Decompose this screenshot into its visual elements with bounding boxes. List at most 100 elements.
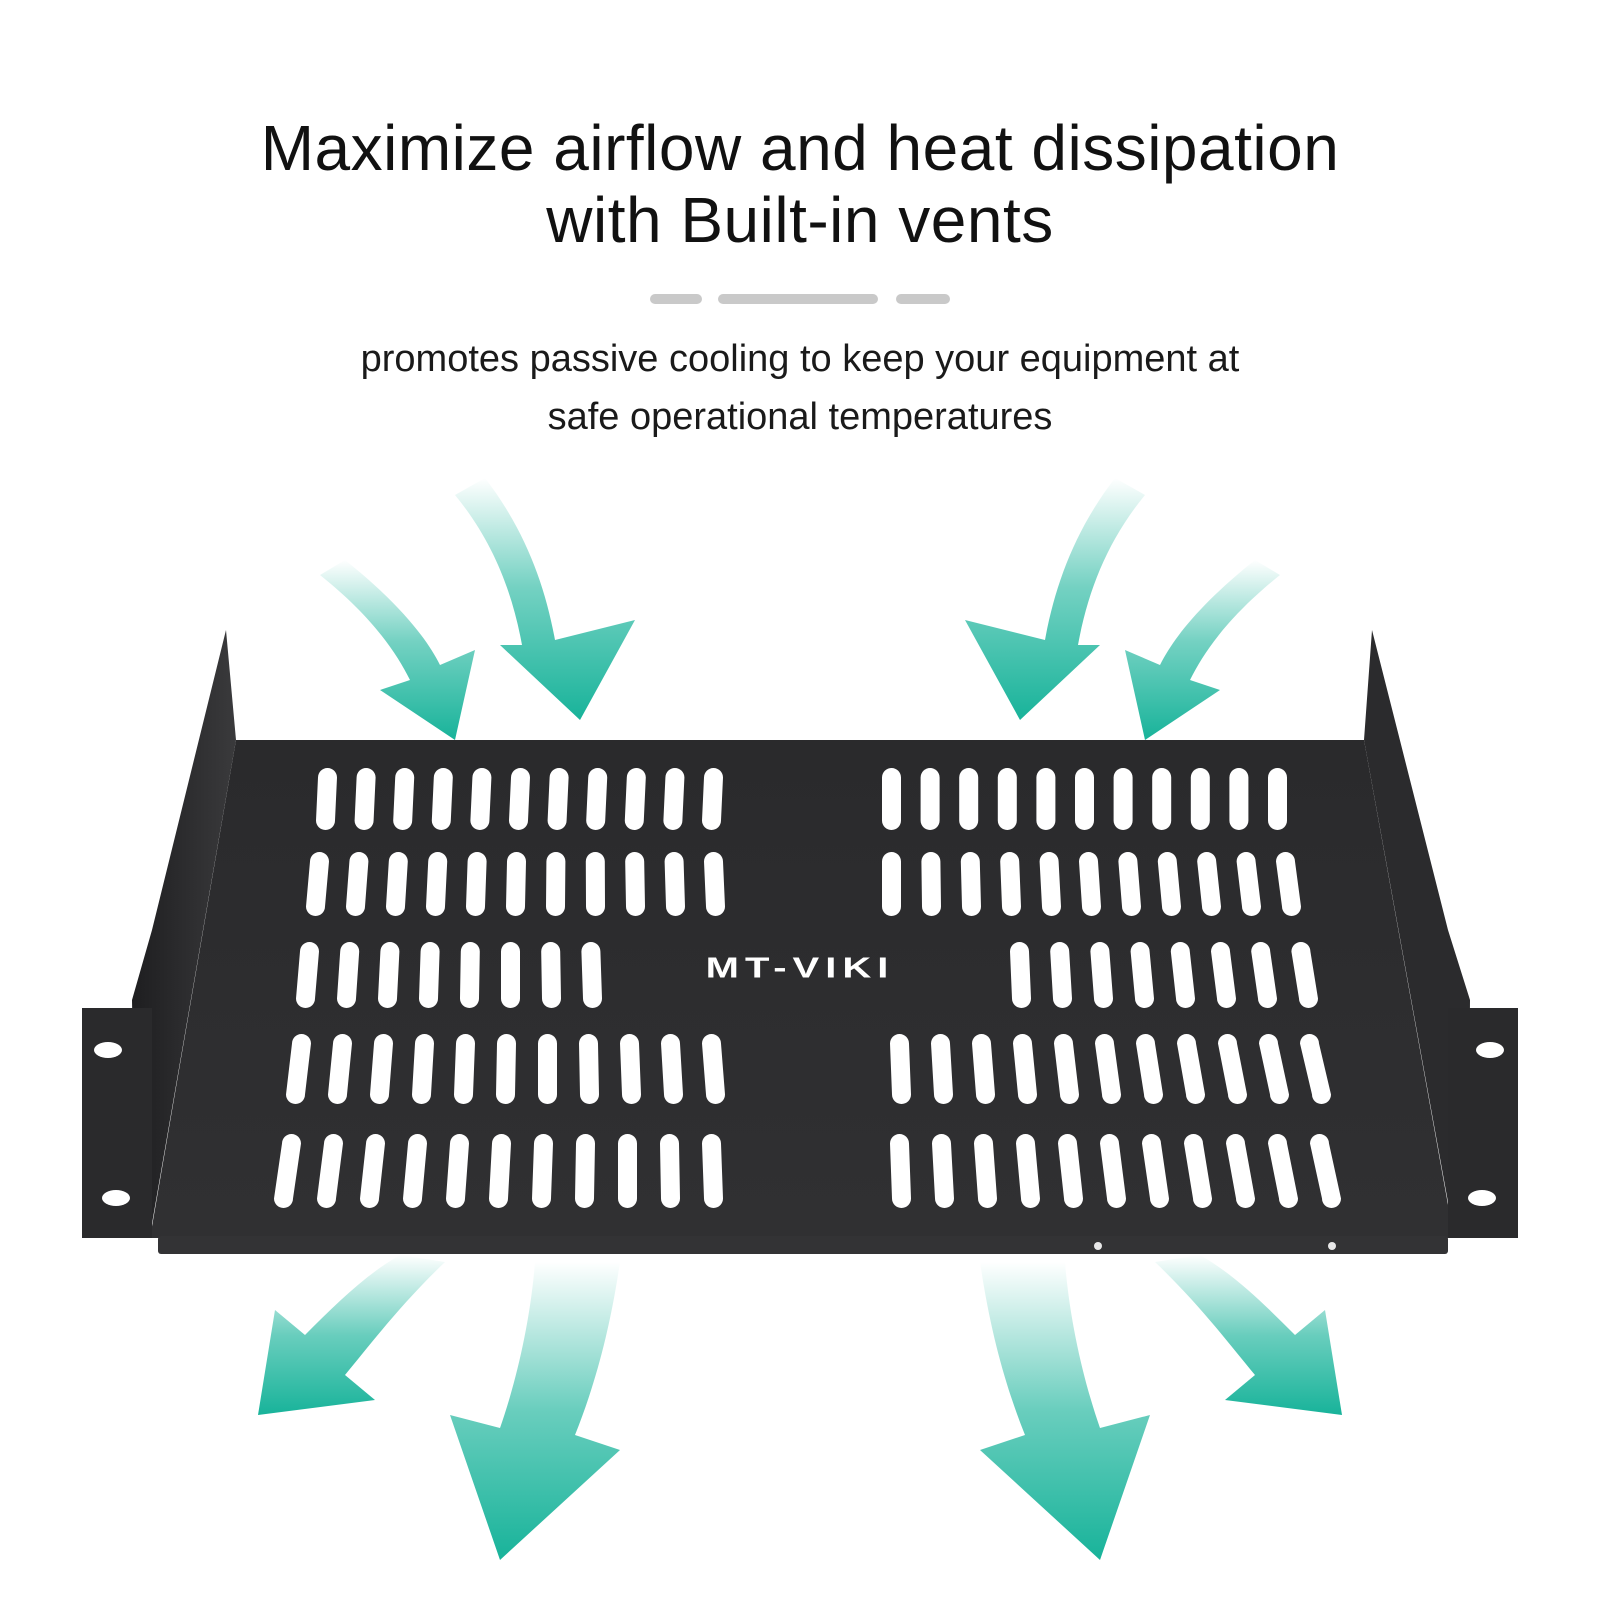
page-title: Maximize airflow and heat dissipation wi… <box>0 112 1600 256</box>
page-subtitle: promotes passive cooling to keep your eq… <box>0 330 1600 446</box>
divider-segment <box>896 294 950 304</box>
vent-slot <box>296 942 319 1008</box>
ventilation-slots <box>274 768 1341 1208</box>
vent-slot <box>1130 942 1154 1008</box>
vent-slot <box>585 852 605 916</box>
vent-slot <box>932 1134 954 1208</box>
mount-hole-icon <box>1476 1042 1504 1058</box>
vent-slot <box>960 852 981 916</box>
left-mount-ear <box>82 1008 152 1238</box>
vent-slot <box>625 852 645 916</box>
vent-slot <box>501 942 520 1008</box>
section-divider <box>650 294 950 304</box>
shelf-left-wall <box>132 630 236 1235</box>
vent-slot <box>403 1134 427 1208</box>
airflow-arrow-icon <box>455 478 635 720</box>
vent-slot <box>466 852 487 916</box>
vent-slot <box>337 942 360 1008</box>
vent-slot <box>1218 1034 1247 1104</box>
vent-slot <box>1095 1034 1121 1104</box>
vent-slot <box>1090 942 1113 1008</box>
vent-slot <box>704 852 725 916</box>
vent-slot <box>702 1134 723 1208</box>
vent-slot <box>541 942 561 1008</box>
vent-slot <box>446 1134 469 1208</box>
vent-slot <box>412 1034 434 1104</box>
vent-slot <box>624 768 646 830</box>
vent-slot <box>702 768 723 830</box>
vent-slot <box>1236 852 1261 916</box>
vent-slot <box>1058 1134 1083 1208</box>
vent-slot <box>1079 852 1101 916</box>
airflow-arrow-icon <box>965 478 1145 720</box>
mount-hole-icon <box>102 1190 130 1206</box>
vent-slot <box>1310 1134 1341 1208</box>
vent-slot <box>663 768 685 830</box>
vent-slot <box>1113 768 1133 830</box>
subtitle-line-2: safe operational temperatures <box>547 396 1053 438</box>
vent-slot <box>1000 852 1021 916</box>
airflow-arrow-icon <box>258 1255 445 1415</box>
vent-slot <box>1268 768 1287 830</box>
vent-slot <box>1054 1034 1079 1104</box>
vent-slot <box>1075 768 1094 830</box>
vent-slot <box>393 768 415 830</box>
vent-slot <box>546 852 566 916</box>
mount-hole-icon <box>94 1042 122 1058</box>
title-line-2: with Built-in vents <box>546 184 1054 256</box>
title-line-1: Maximize airflow and heat dissipation <box>260 112 1340 184</box>
vent-slot <box>1259 1034 1289 1104</box>
vent-slot <box>360 1134 385 1208</box>
airflow-arrow-icon <box>1125 560 1280 740</box>
vent-slot <box>354 768 376 830</box>
vent-slot <box>470 768 492 830</box>
airflow-arrow-icon <box>450 1262 620 1560</box>
mount-hole-icon <box>1328 1242 1336 1250</box>
vent-slot <box>660 1134 680 1208</box>
vent-slot <box>1136 1034 1163 1104</box>
vent-slot <box>286 1034 311 1104</box>
vent-slot <box>506 852 526 916</box>
vent-slot <box>1100 1134 1126 1208</box>
vent-slot <box>920 768 940 830</box>
vent-slot <box>890 1034 911 1104</box>
vent-slot <box>1211 942 1236 1008</box>
airflow-arrow-icon <box>1155 1255 1342 1415</box>
vent-slot <box>454 1034 475 1104</box>
vent-slot <box>346 852 369 916</box>
vent-slot <box>921 852 941 916</box>
subtitle-line-1: promotes passive cooling to keep your eq… <box>360 338 1240 380</box>
vent-slot <box>1050 942 1072 1008</box>
right-mount-ear <box>1448 1008 1518 1238</box>
brand-logo: MT-VIKI <box>705 952 895 984</box>
airflow-in-arrows <box>320 478 1280 740</box>
vent-slot <box>575 1134 595 1208</box>
vent-slot <box>460 942 480 1008</box>
vent-slot <box>1276 852 1301 916</box>
airflow-out-arrows <box>258 1255 1342 1560</box>
shelf-front-lip <box>158 1236 1448 1254</box>
mount-hole-icon <box>1468 1190 1496 1206</box>
vent-slot <box>1229 768 1249 830</box>
vent-slot <box>579 1034 599 1104</box>
vent-slot <box>974 1134 998 1208</box>
vent-slot <box>419 942 440 1008</box>
airflow-arrow-icon <box>320 560 475 740</box>
vent-slot <box>306 852 329 916</box>
vent-slot <box>931 1034 953 1104</box>
vent-slot <box>1184 1134 1212 1208</box>
vent-slot <box>1177 1034 1205 1104</box>
vent-slot <box>378 942 400 1008</box>
vent-slot <box>618 1134 637 1208</box>
vent-slot <box>1157 852 1181 916</box>
vent-slot <box>882 852 902 916</box>
vent-slot <box>664 852 685 916</box>
vent-slot <box>1039 852 1061 916</box>
vent-slot <box>489 1134 511 1208</box>
vent-slot <box>890 1134 911 1208</box>
vent-slot <box>1152 768 1172 830</box>
mount-hole-icon <box>1094 1242 1102 1250</box>
vent-slot <box>1016 1134 1040 1208</box>
vent-slot <box>972 1034 995 1104</box>
vent-slot <box>1251 942 1277 1008</box>
